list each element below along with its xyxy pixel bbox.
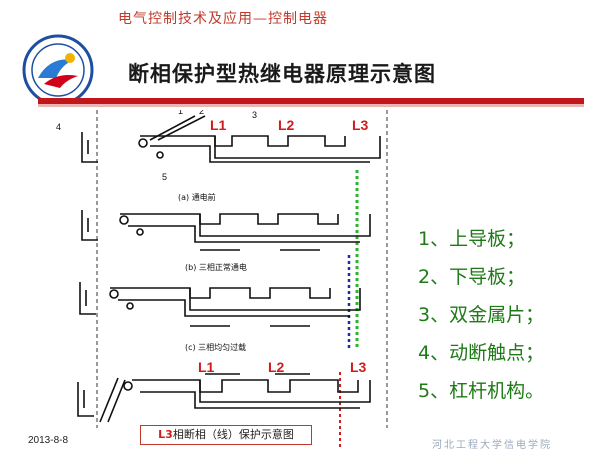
legend-item: 4、动断触点； xyxy=(418,342,545,364)
phase-label-top-l2: L2 xyxy=(278,117,295,133)
part-number-4: 4 xyxy=(56,122,61,132)
legend-item: 2、下导板； xyxy=(418,266,526,288)
part-number-3: 3 xyxy=(252,110,257,120)
figure-caption: L3相断相（线）保护示意图 xyxy=(140,425,312,445)
thermal-relay-diagram: 4 1 2 3 5 L1 L2 L3 (a) 通电前 xyxy=(56,110,388,448)
legend-item: 5、杠杆机构。 xyxy=(418,380,545,402)
slide-title: 断相保护型热继电器原理示意图 xyxy=(128,62,436,86)
caption-a: (a) 通电前 xyxy=(178,192,216,202)
caption-b: (b) 三相正常通电 xyxy=(185,262,247,272)
caption-highlight: L3 xyxy=(158,428,173,441)
part-number-2: 2 xyxy=(199,110,204,116)
title-underline xyxy=(38,98,584,104)
part-number-1: 1 xyxy=(178,110,183,116)
course-title: 电气控制技术及应用—控制电器 xyxy=(118,11,328,27)
phase-label-bottom-l1: L1 xyxy=(198,359,215,375)
footer-organization: 河北工程大学信电学院 xyxy=(432,440,552,451)
legend-item: 1、上导板； xyxy=(418,228,526,250)
caption-text: 相断相（线）保护示意图 xyxy=(172,428,294,441)
title-underline-shadow xyxy=(38,104,584,107)
phase-label-top-l1: L1 xyxy=(210,117,227,133)
slide-date: 2013-8-8 xyxy=(28,435,69,446)
legend-item: 3、双金属片； xyxy=(418,304,545,326)
panel-a xyxy=(81,115,381,163)
caption-c: (c) 三相均匀过载 xyxy=(185,342,246,352)
phase-label-top-l3: L3 xyxy=(352,117,369,133)
phase-label-bottom-l2: L2 xyxy=(268,359,285,375)
part-number-5: 5 xyxy=(162,172,167,182)
panel-b xyxy=(81,210,371,251)
panel-c xyxy=(79,282,361,327)
phase-label-bottom-l3: L3 xyxy=(350,359,367,375)
parts-legend: 1、上导板； 2、下导板； 3、双金属片； 4、动断触点； 5、杠杆机构。 xyxy=(418,220,598,410)
university-logo xyxy=(22,34,94,106)
panel-d xyxy=(77,373,371,423)
